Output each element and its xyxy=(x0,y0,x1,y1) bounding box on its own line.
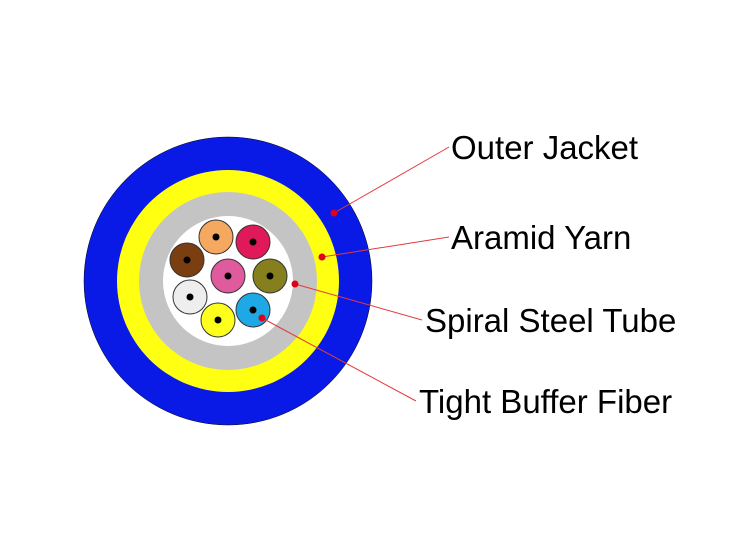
leader-dot-spiral-steel-tube xyxy=(291,280,299,288)
fiber-yellow xyxy=(200,302,236,338)
fiber-brown xyxy=(169,242,205,278)
fiber-pink xyxy=(210,258,246,294)
fiber-white xyxy=(172,279,208,315)
leader-dot-aramid-yarn xyxy=(318,253,326,261)
fiber-olive xyxy=(252,258,288,294)
fiber-orange xyxy=(198,219,234,255)
leader-dot-tight-buffer-fiber xyxy=(258,314,266,322)
leader-dot-outer-jacket xyxy=(330,209,338,217)
label-outer-jacket: Outer Jacket xyxy=(451,129,639,166)
leader-line-spiral-steel-tube xyxy=(294,283,423,321)
fiber-red xyxy=(235,224,271,260)
label-tight-buffer-fiber: Tight Buffer Fiber xyxy=(419,383,673,420)
leader-line-outer-jacket xyxy=(333,146,450,214)
leader-line-tight-buffer-fiber xyxy=(261,317,417,402)
label-aramid-yarn: Aramid Yarn xyxy=(451,219,632,256)
leader-line-aramid-yarn xyxy=(321,236,450,258)
label-spiral-steel-tube: Spiral Steel Tube xyxy=(425,302,677,339)
fiber-aqua xyxy=(235,292,271,328)
